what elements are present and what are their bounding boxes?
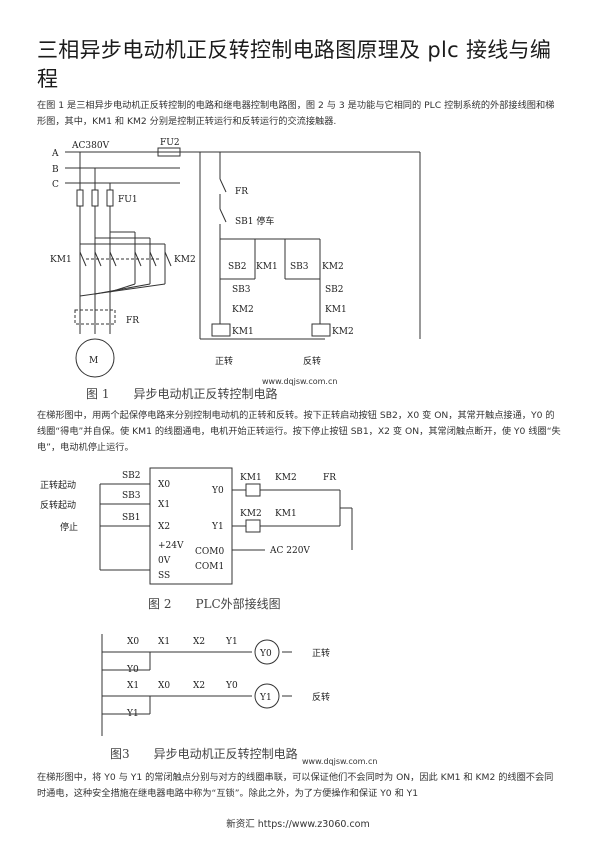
page-title: 三相异步电动机正反转控制电路图原理及 plc 接线与编程 [37,38,552,91]
figure-1-caption: 图 1 异步电动机正反转控制电路 [86,386,277,401]
km1-lock-label: KM1 [275,509,297,519]
km1-coil-label: KM1 [240,473,262,483]
r2-x1-label: X1 [127,681,139,691]
page-footer: 新资汇 https://www.z3060.com [226,819,370,830]
phase-a-label: A [51,149,59,159]
figure-1-circuit: A B C AC380V FU2 FU1 [0,134,596,404]
figure-2-caption: 图 2 PLC外部接线图 [148,596,281,611]
r2-coil-label: Y1 [259,693,272,703]
coil-km1-label: KM1 [232,327,254,337]
com0-label: COM0 [195,547,224,557]
x1-label: X1 [158,500,170,510]
motor-label: M [89,356,98,366]
r1-y1-label: Y1 [225,637,238,647]
r1-x0-label: X0 [127,637,139,647]
forward-text: 正转 [312,647,330,659]
r1-coil-label: Y0 [259,649,272,659]
sb1-label: SB1 停车 [235,215,274,227]
x2-label: X2 [158,522,170,532]
sb1-label: SB1 [122,513,141,523]
phase-b-label: B [52,165,59,175]
reverse-text: 反转 [312,691,330,703]
reverse-label: 反转 [303,355,321,367]
km1-main-label: KM1 [50,255,72,265]
explanation-paragraph-1: 在梯形图中，用两个起保停电路来分别控制电动机的正转和反转。按下正转启动按钮 SB… [37,410,561,453]
figure-3-watermark: www.dqjsw.com.cn [302,757,377,766]
sb2-label: SB2 [122,471,141,481]
km2-main-label: KM2 [174,255,196,265]
figure-1-watermark: www.dqjsw.com.cn [262,377,337,386]
km1-hold-label: KM1 [256,262,278,272]
phase-c-label: C [52,180,59,190]
fr-label: FR [323,473,336,483]
km2-coil-label: KM2 [240,509,262,519]
supply-label: AC380V [71,141,110,151]
x0-label: X0 [158,480,170,490]
ac220-label: AC 220V [269,546,310,556]
r1-x1-label: X1 [158,637,170,647]
com1-label: COM1 [195,562,224,572]
intro-paragraph: 在图 1 是三相异步电动机正反转控制的电路和继电器控制电路图，图 2 与 3 是… [37,100,555,127]
fr-ctrl-label: FR [235,187,248,197]
fu2-label: FU2 [160,138,180,148]
km2-lock-label: KM2 [275,473,297,483]
km2-lock-label: KM2 [232,305,254,315]
sb2-top-label: SB2 [228,262,247,272]
r2-y0-label: Y0 [225,681,238,691]
r2-seal-label: Y1 [126,709,139,719]
figure-3-caption: 图3 异步电动机正反转控制电路 [110,746,298,761]
sb3-top-label: SB3 [290,262,309,272]
ss-label: SS [158,571,170,581]
sb3-mid-label: SB3 [232,285,251,295]
r2-x2-label: X2 [193,681,205,691]
fu1-label: FU1 [118,195,138,205]
y1-label: Y1 [211,522,224,532]
km2-hold-label: KM2 [322,262,344,272]
coil-km2-label: KM2 [332,327,354,337]
forward-label: 正转 [215,355,233,367]
figure-2-plc-wiring: 正转起动 反转起动 停止 SB2 SB3 SB1 X0 X1 X2 +24V 0… [0,460,596,618]
v0-label: 0V [158,556,171,566]
explanation-paragraph-2: 在梯形图中，将 Y0 与 Y1 的常闭触点分别与对方的线圈串联，可以保证他们不会… [37,772,554,799]
r1-x2-label: X2 [193,637,205,647]
sb3-label: SB3 [122,491,141,501]
fr-main-label: FR [126,316,139,326]
r1-seal-label: Y0 [126,665,139,675]
y0-label: Y0 [211,486,224,496]
r2-x0-label: X0 [158,681,170,691]
rev-start-label: 反转起动 [40,499,76,511]
figure-3-ladder-diagram: X0 X1 X2 Y1 Y0 Y0 正转 X1 X0 X2 Y0 Y1 Y1 反… [0,626,596,770]
v24-label: +24V [158,541,184,551]
fwd-start-label: 正转起动 [40,479,76,491]
sb2-mid-label: SB2 [325,285,344,295]
stop-label: 停止 [60,521,78,533]
km1-lock-label: KM1 [325,305,347,315]
